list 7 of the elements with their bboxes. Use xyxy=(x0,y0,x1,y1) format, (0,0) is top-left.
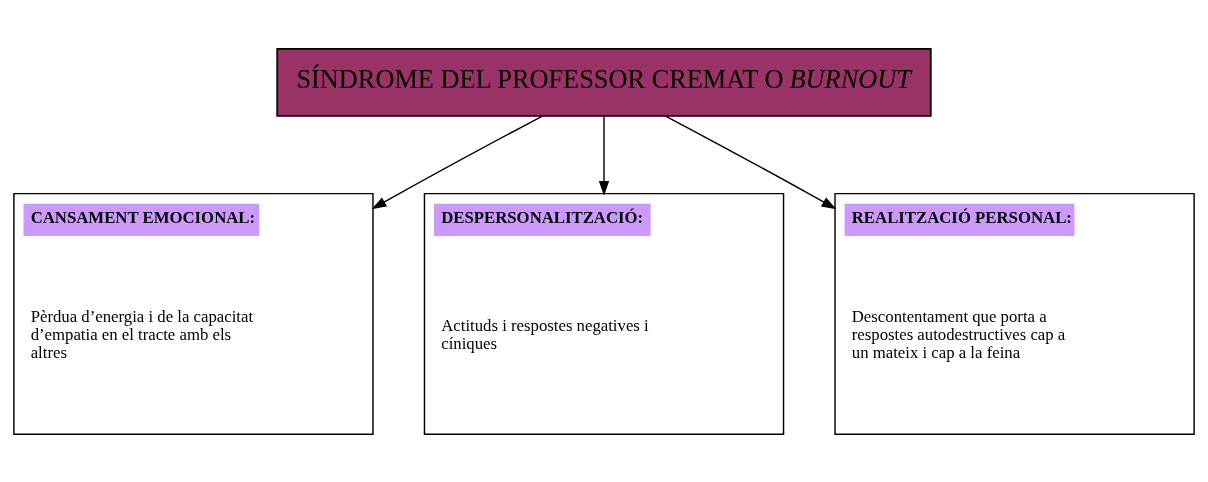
node-box: CANSAMENT EMOCIONAL: Pèrdua d’energia i de la capacitat d’empatia en el tracte amb els altres xyxy=(13,192,374,435)
arrow xyxy=(664,114,837,209)
node-box: DESPERSONALITZACIÓ: Actituds i respostes negatives i cíniques xyxy=(423,192,785,435)
arrow xyxy=(598,114,610,196)
node-box: REALITZACIÓ PERSONAL: Descontentament que porta a respostes autodestructives cap a un mateix i cap a la feina xyxy=(834,192,1195,435)
node-box: SÍNDROME DEL PROFESSOR CREMAT O BURNOUT xyxy=(276,47,932,117)
arrow xyxy=(371,114,544,209)
